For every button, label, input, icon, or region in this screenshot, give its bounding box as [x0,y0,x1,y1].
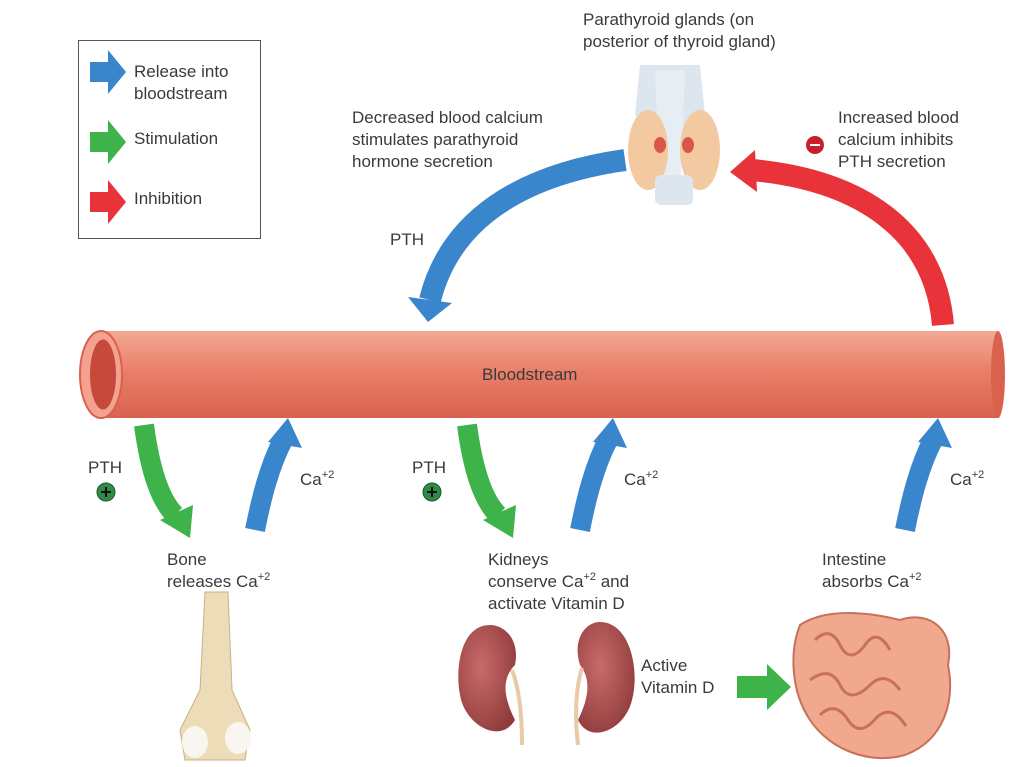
bone-stimulation-arrow [134,423,193,538]
legend-green-arrow-icon [90,120,126,164]
pth-release-arrow [408,149,627,322]
kidney-calcium-label: Ca+2 [624,469,659,490]
bone-pth-label: PTH [88,458,122,477]
bloodstream-label: Bloodstream [482,365,578,384]
vitamin-d-arrow [737,664,791,710]
legend-label-inhibition: Inhibition [134,189,203,208]
bone-calcium-label: Ca+2 [300,469,335,490]
intestine-calcium-label: Ca+2 [950,469,985,490]
bone-image [179,591,251,761]
bloodstream-vessel [79,330,1005,419]
pth-label: PTH [390,230,424,249]
kidney-pth-label: PTH [412,458,446,477]
kidney-calcium-release-arrow [570,418,627,532]
intestine-image [792,612,952,760]
inhibition-arrow [730,150,954,327]
thyroid-gland-image [628,65,720,205]
legend-label-stimulation: Stimulation [134,129,219,148]
kidneys-image [458,622,635,746]
bone-calcium-release-arrow [245,418,302,532]
intestine-calcium-absorb-arrow [895,418,952,532]
kidney-stimulation-arrow [457,423,516,538]
legend-box [78,40,261,239]
legend-red-arrow-icon [90,180,126,224]
legend-blue-arrow-icon [90,50,126,94]
